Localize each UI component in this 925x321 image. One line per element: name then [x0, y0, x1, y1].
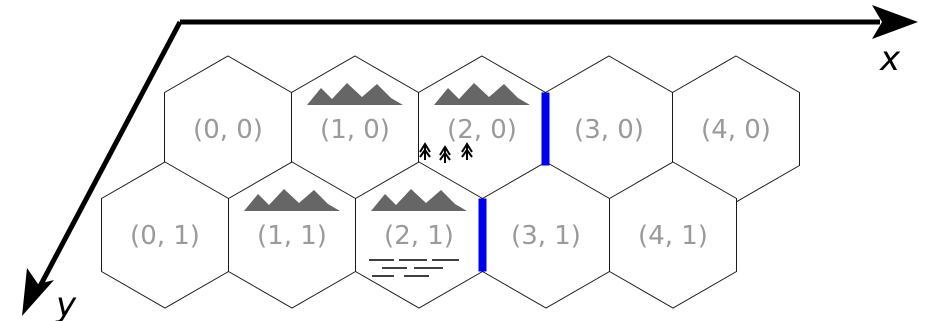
feature-layer [244, 83, 530, 277]
mountains-icon [307, 83, 403, 105]
hex-coordinate-label: (2, 0) [447, 115, 517, 145]
hex-cell [609, 161, 737, 309]
hex-coordinate-label: (3, 0) [574, 115, 644, 145]
y-axis-arrowhead [22, 268, 54, 316]
river-layer [478, 92, 550, 272]
hex-coordinate-label: (0, 1) [130, 221, 200, 251]
y-axis-label: y [55, 285, 77, 321]
y-axis-arrow [35, 20, 183, 292]
swamp-icon [369, 259, 459, 277]
x-axis-arrowhead [872, 5, 918, 39]
hex-coordinate-label: (1, 0) [320, 115, 390, 145]
hex-coordinate-label: (3, 1) [511, 221, 581, 251]
hex-coordinate-label: (4, 0) [701, 115, 771, 145]
hex-coordinate-label: (1, 1) [257, 221, 327, 251]
label-layer: (0, 0) (1, 0) (2, 0) (3, 0) (4, 0) (0, 1) (1, … [130, 115, 771, 251]
x-axis-label: x [879, 39, 901, 79]
axes: x y [22, 5, 918, 321]
hex-coordinate-label: (0, 0) [193, 115, 263, 145]
mountains-icon [244, 189, 340, 211]
mountains-icon [371, 189, 467, 211]
mountains-icon [434, 83, 530, 105]
hex-coordinate-label: (4, 1) [638, 221, 708, 251]
hex-coordinate-label: (2, 1) [384, 221, 454, 251]
forest-icon [419, 142, 473, 163]
